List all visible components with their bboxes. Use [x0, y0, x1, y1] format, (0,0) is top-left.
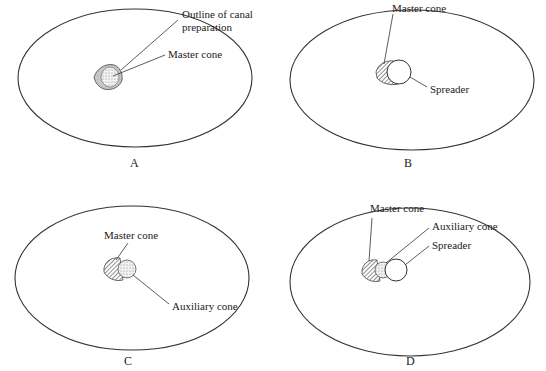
canal-d — [362, 259, 407, 282]
tooth-outlines — [15, 9, 534, 356]
part-label: Outline of canal preparation — [182, 8, 274, 34]
part-label: Spreader — [430, 83, 469, 96]
panel-letter: D — [406, 354, 415, 368]
panel-letter: C — [124, 354, 132, 368]
canal-a — [94, 65, 122, 90]
part-label: Master cone — [168, 48, 222, 61]
part-label: Master cone — [370, 202, 424, 215]
panel-letter: A — [130, 156, 139, 170]
canal-b — [376, 60, 411, 85]
part-label: Master cone — [104, 229, 158, 242]
canal-c — [104, 258, 136, 281]
panel-letter: B — [404, 156, 412, 170]
part-label: Auxiliary cone — [172, 300, 238, 313]
part-label: Auxiliary cone — [432, 220, 498, 233]
part-label: Spreader — [432, 239, 471, 252]
part-label: Master cone — [392, 2, 446, 15]
leader-lines — [113, 14, 429, 304]
